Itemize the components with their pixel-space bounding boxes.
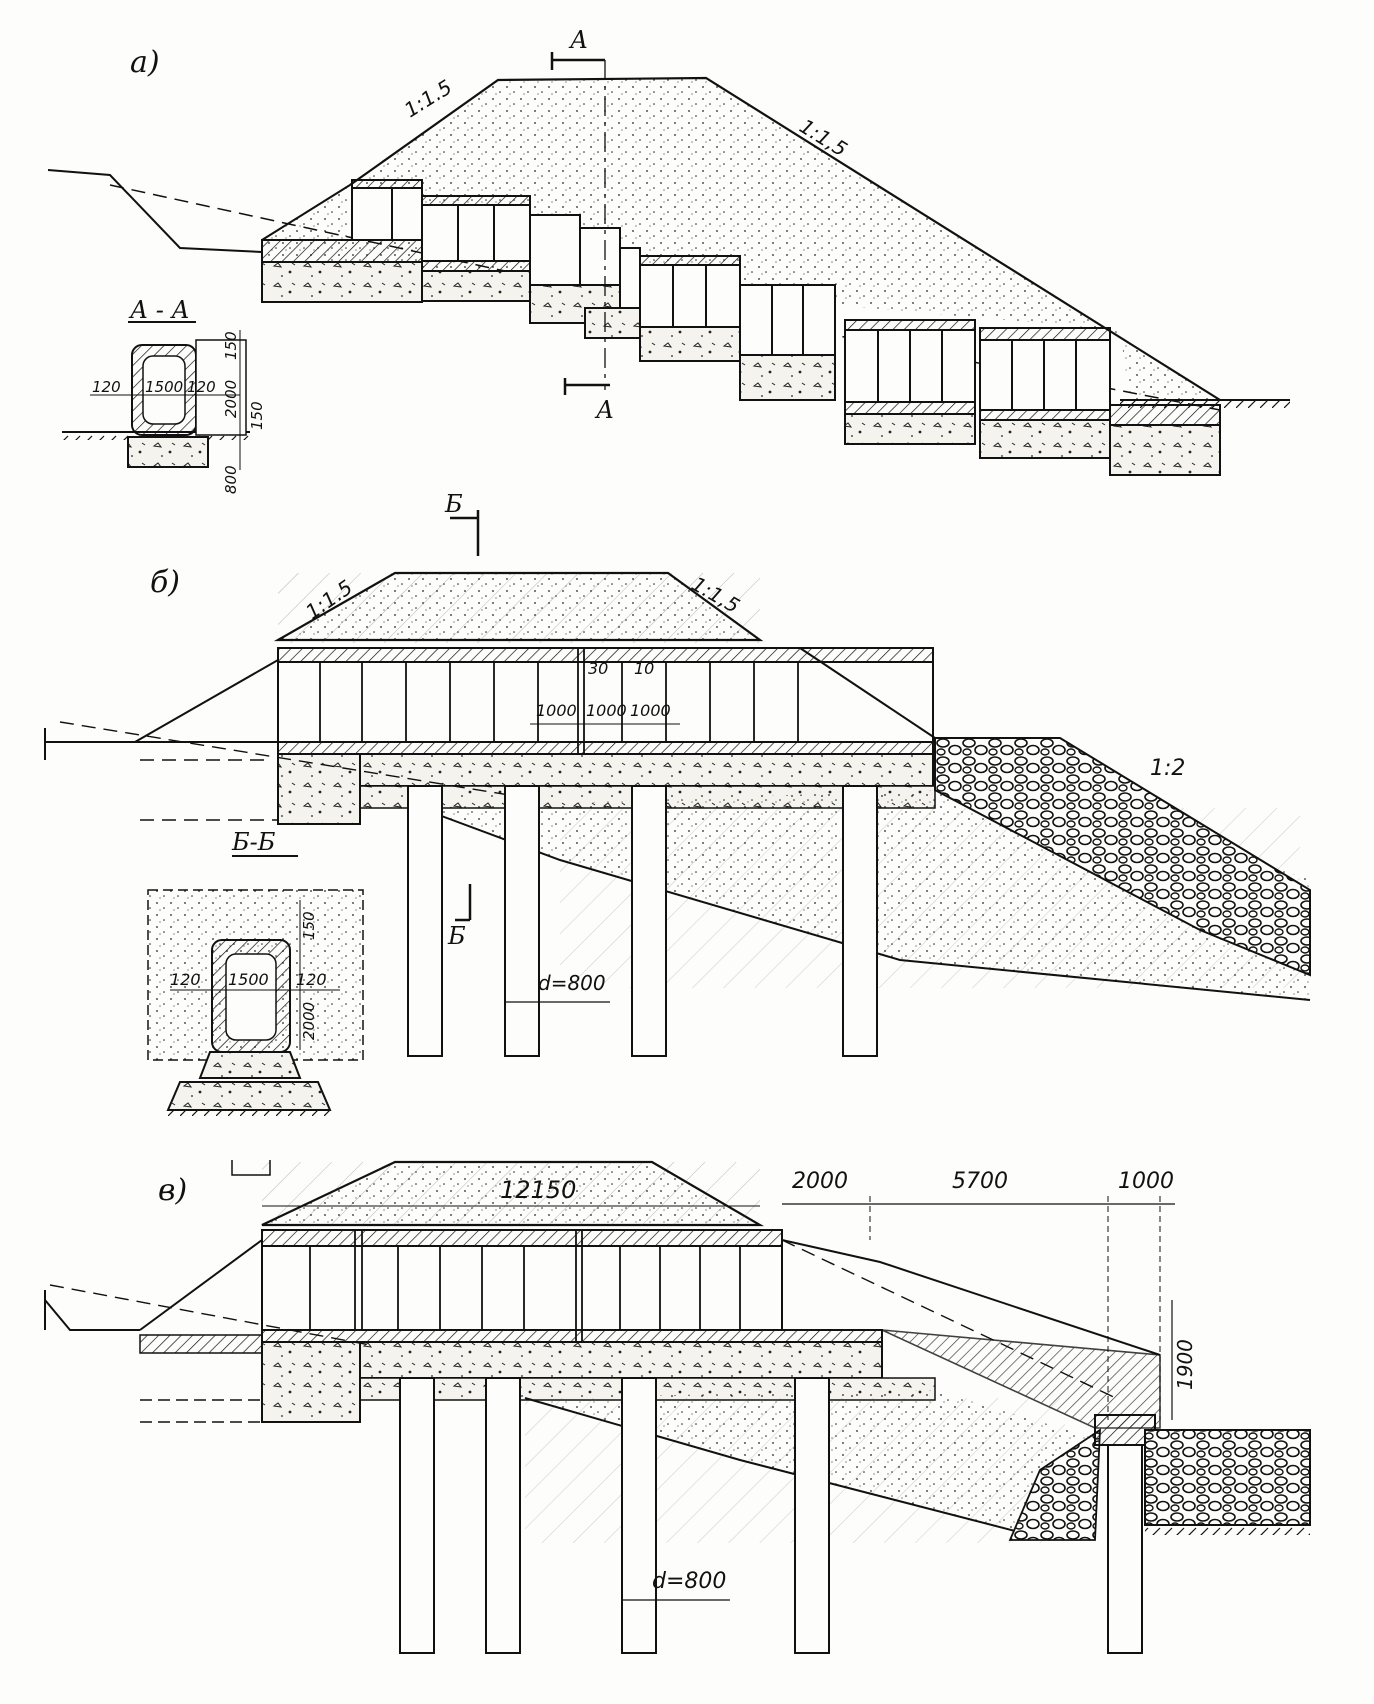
culvert-body-c	[261, 1245, 783, 1331]
sloping-ground-b	[419, 807, 1311, 1001]
dim-c-1000: 1000	[1118, 1169, 1174, 1194]
dim-c-2000: 2000	[792, 1169, 848, 1194]
dim-b-150: 150	[300, 911, 318, 940]
section-arrow-top-a	[550, 52, 605, 70]
dim-b-2000: 2000	[300, 1002, 318, 1040]
panel-a: а) 1:1.5 1:1,5	[47, 26, 1290, 494]
section-mark-top-b: Б	[444, 490, 463, 518]
panel-a-label: а)	[130, 45, 160, 80]
dim-a-120-left: 120	[92, 378, 121, 396]
dim-c-5700: 5700	[952, 1169, 1008, 1194]
dim-b-1000-b: 1000	[586, 701, 627, 720]
outlet-slope-c	[781, 1239, 1161, 1356]
section-mark-mid-b: Б	[447, 922, 466, 950]
embankment-outline-a	[349, 76, 1221, 401]
section-title-b: Б-Б	[231, 828, 276, 856]
culvert-sections-a	[261, 179, 1221, 476]
dim-b-1500: 1500	[228, 970, 269, 989]
section-b-b-detail: Б-Б 120 1500 120 150 2000	[147, 828, 364, 1176]
left-slope-a	[261, 184, 351, 241]
section-title-a: А - А	[128, 296, 190, 324]
dim-a-2000: 2000	[222, 380, 240, 418]
dim-b-1000-c: 1000	[630, 701, 671, 720]
culvert-joints-c	[309, 1230, 741, 1350]
dim-a-150-top: 150	[222, 331, 240, 360]
panel-c-label: в)	[158, 1173, 187, 1208]
culvert-body-b	[277, 661, 934, 743]
dim-b-30: 30	[588, 659, 608, 678]
panel-b-label: б)	[150, 565, 180, 600]
foundation-slab-b	[277, 753, 934, 787]
dim-b-10: 10	[634, 659, 654, 678]
dim-c-12150: 12150	[500, 1176, 576, 1204]
section-mark-top-a: А	[568, 26, 588, 54]
riprap-b	[934, 737, 1311, 977]
dim-b-120-right: 120	[296, 970, 327, 989]
panel-c: в) 12150	[44, 1160, 1311, 1654]
dim-a-120-right: 120	[187, 378, 216, 396]
dim-c-1900: 1900	[1173, 1339, 1197, 1390]
section-a-a-detail: А - А 120 1500 120 150 2000 150 800	[62, 296, 266, 494]
piles-c	[399, 1377, 1143, 1654]
section-arrow-top-b	[450, 510, 480, 556]
piles-b	[407, 785, 878, 1057]
riprap-c	[1144, 1429, 1311, 1526]
outlet-apron-c	[881, 1329, 1161, 1429]
terrain-left-a	[47, 169, 263, 253]
section-arrow-bottom-a	[563, 378, 610, 395]
dim-a-800: 800	[222, 465, 240, 494]
pile-diameter-b: d=800	[538, 971, 606, 995]
dim-b-1000-a: 1000	[536, 701, 577, 720]
pile-diameter-c: d=800	[652, 1569, 726, 1594]
dim-a-1500: 1500	[145, 378, 183, 396]
dim-b-120-left: 120	[170, 970, 201, 989]
section-arrow-mid-b	[455, 884, 472, 922]
embankment-fill-a	[262, 78, 1220, 400]
panel-b: б) 1:1.5 1:1,5	[44, 490, 1311, 1176]
section-mark-bottom-a: А	[594, 396, 614, 424]
slope-riprap-b: 1:2	[1150, 756, 1185, 781]
dim-a-150-bot: 150	[248, 401, 266, 430]
